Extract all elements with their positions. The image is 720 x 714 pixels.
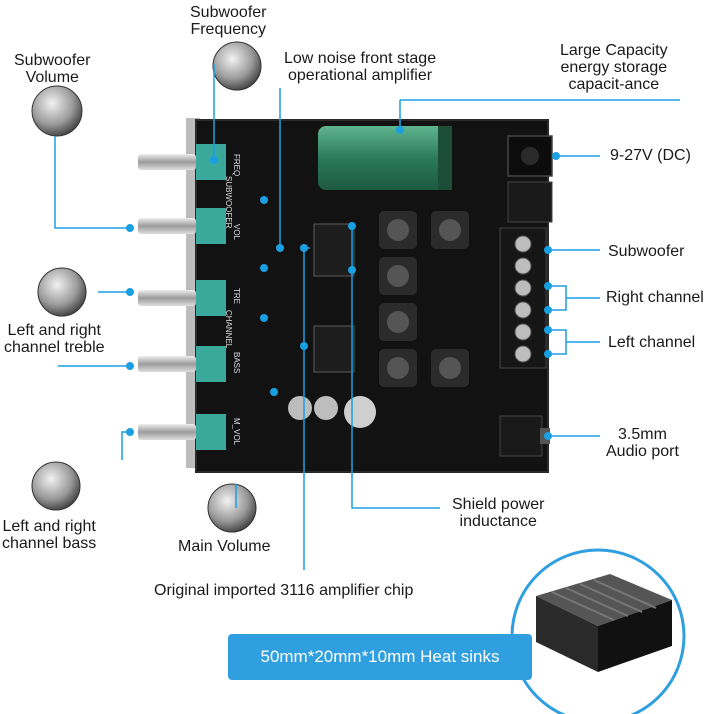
label-left-channel: Left channel xyxy=(608,334,696,351)
large-capacitor xyxy=(318,126,452,190)
amplifier-chips xyxy=(313,223,355,373)
heatsink-illustration xyxy=(510,548,686,714)
knob-icons xyxy=(31,41,262,533)
potentiometer-bass xyxy=(138,346,226,382)
knob-main-vol-icon xyxy=(207,483,257,533)
callout-lines xyxy=(54,64,680,570)
label-main-volume: Main Volume xyxy=(178,538,271,555)
audio-jack xyxy=(499,415,550,457)
potentiometer-main-vol xyxy=(138,414,226,450)
knob-sub-freq-icon xyxy=(212,41,262,91)
silk-m-vol: M_VOL xyxy=(232,418,241,446)
callout-dots xyxy=(126,126,560,440)
potentiometer-treble xyxy=(138,280,226,316)
silk-vol: VOL xyxy=(232,224,241,241)
label-dc-input: 9-27V (DC) xyxy=(610,147,691,164)
knob-bass-icon xyxy=(31,461,81,511)
screw-terminals xyxy=(499,181,553,369)
heatsink-banner: 50mm*20mm*10mm Heat sinks xyxy=(228,634,532,680)
silk-freq: FREQ xyxy=(232,154,241,176)
knob-sub-vol-icon xyxy=(31,85,83,137)
label-subwoofer-output: Subwoofer xyxy=(608,243,685,260)
silk-channel: CHANNEL xyxy=(224,310,233,349)
potentiometers xyxy=(138,144,226,450)
label-right-channel: Right channel xyxy=(606,289,704,306)
knob-treble-icon xyxy=(37,267,87,317)
label-amplifier-chip: Original imported 3116 amplifier chip xyxy=(154,582,414,599)
silk-subwoofer: SUBWOOFER xyxy=(224,176,233,229)
silk-bass: BASS xyxy=(232,352,241,373)
potentiometer-sub-vol xyxy=(138,208,226,244)
dc-jack xyxy=(507,135,553,177)
silk-tre: TRE xyxy=(232,288,241,304)
